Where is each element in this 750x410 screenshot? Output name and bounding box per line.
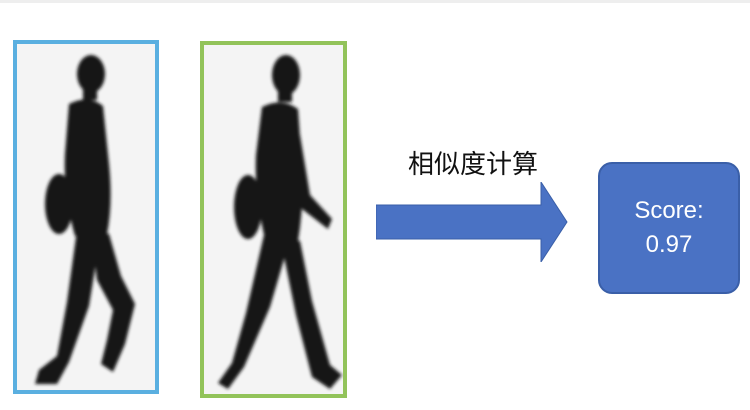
score-value: 0.97 — [645, 231, 693, 258]
right-arrow-icon — [376, 182, 568, 262]
similarity-calculation-label: 相似度计算 — [408, 150, 539, 180]
score-label: Score: — [634, 197, 704, 224]
score-box: Score: 0.97 — [598, 162, 740, 294]
walking-person-silhouette-icon — [35, 55, 135, 384]
gallery-image-frame — [200, 41, 347, 398]
walking-person-silhouette-icon — [218, 55, 342, 389]
top-divider — [0, 0, 750, 3]
query-image-frame — [13, 40, 159, 394]
